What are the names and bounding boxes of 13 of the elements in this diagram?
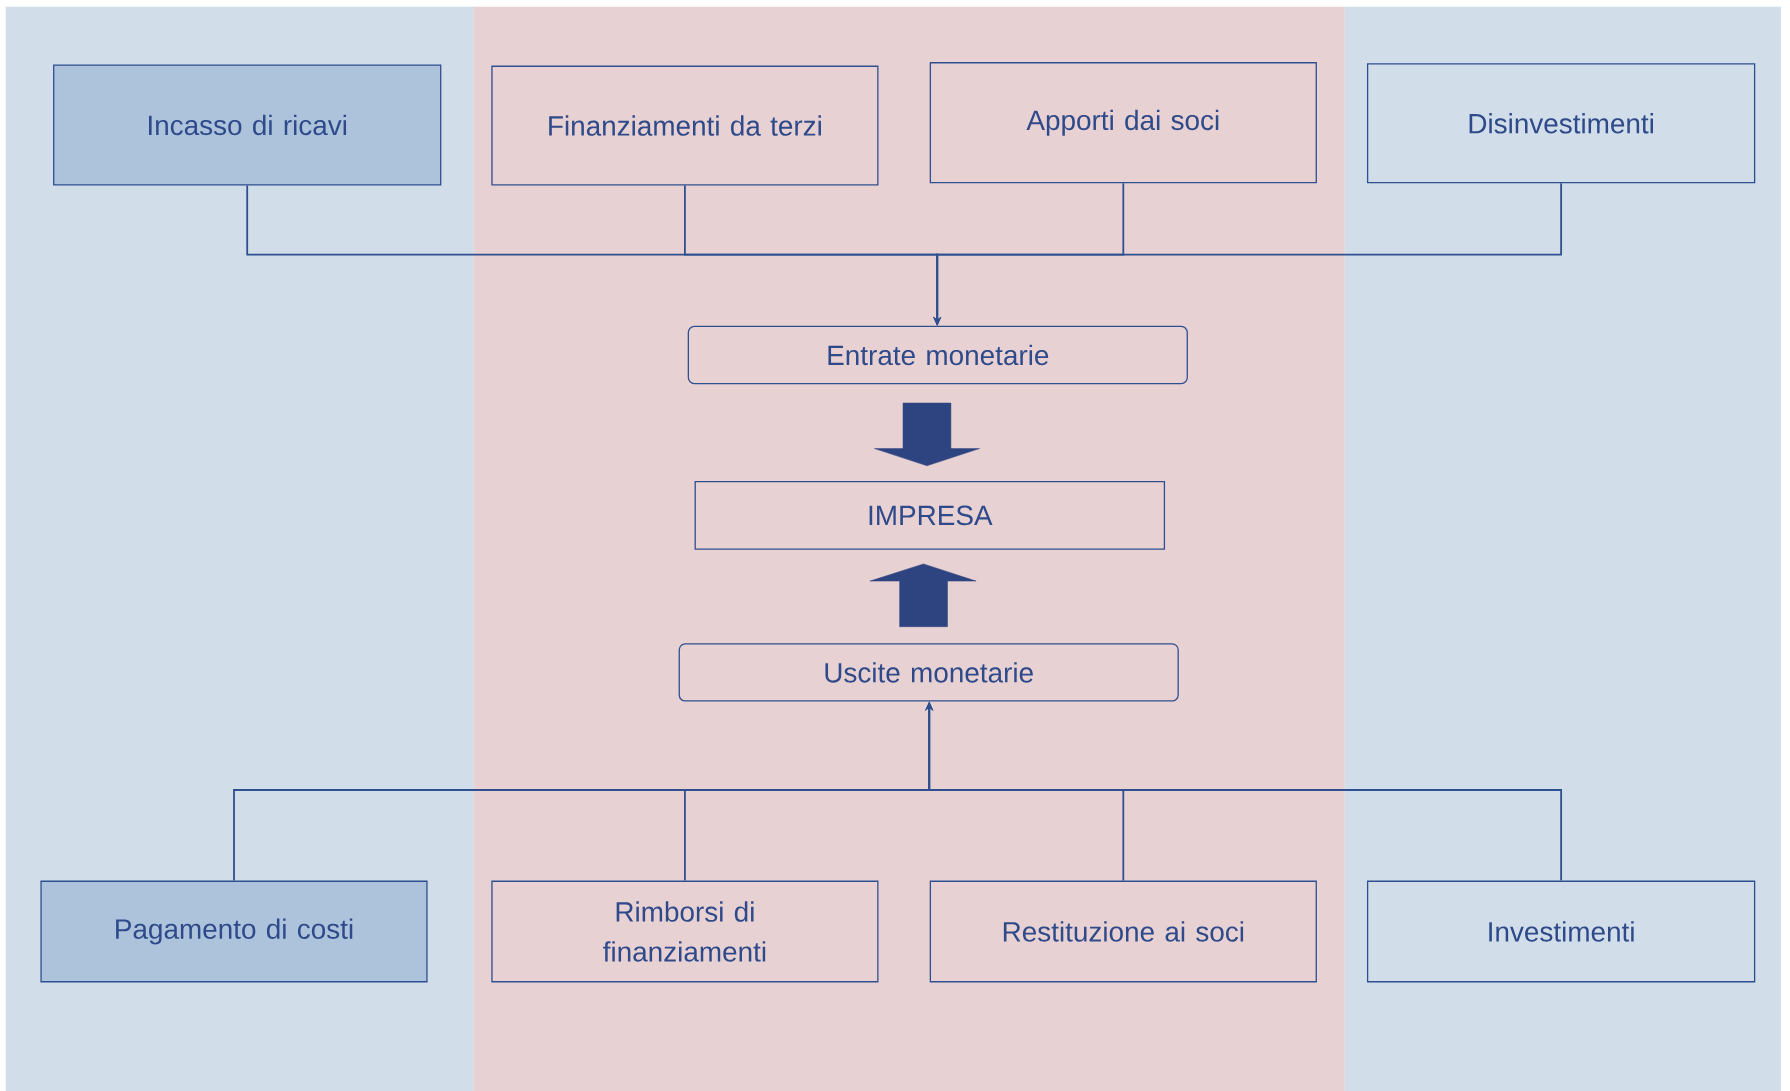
process-box: Incasso di ricavi <box>53 64 442 186</box>
process-box: Investimenti <box>1366 880 1756 983</box>
process-box: Restituzione ai soci <box>929 880 1317 983</box>
process-box: Disinvestimenti <box>1366 63 1756 184</box>
process-box: IMPRESA <box>694 481 1166 550</box>
process-box: Finanziamenti da terzi <box>491 65 879 186</box>
block-arrow <box>869 563 977 627</box>
rounded-box: Uscite monetarie <box>678 643 1179 702</box>
rounded-box: Entrate monetarie <box>687 325 1188 385</box>
process-box: Pagamento di costi <box>40 880 428 983</box>
process-box: Apporti dai soci <box>929 62 1317 184</box>
process-box: Rimborsi di finanziamenti <box>491 880 879 983</box>
block-arrow <box>874 402 980 467</box>
